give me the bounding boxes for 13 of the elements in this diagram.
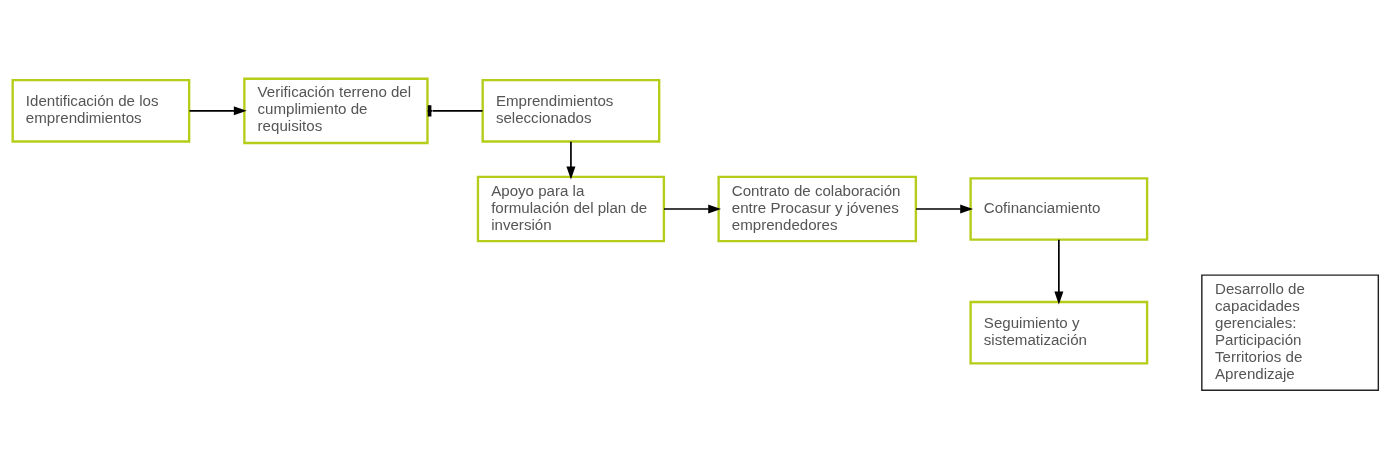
- node-box: Apoyo para la formulación del plan de inversión: [476, 175, 666, 243]
- arrow: [1054, 238, 1064, 305]
- node-box: Identificación de los emprendimientos: [11, 79, 191, 143]
- arrow: [188, 106, 247, 116]
- arrow: [566, 140, 576, 180]
- arrow: [663, 204, 722, 214]
- node-box: Emprendimientos seleccionados: [481, 79, 661, 143]
- node-box: Seguimiento y sistematización: [969, 300, 1149, 365]
- node-box: Contrato de colaboración entre Procasur y jóvenes emprendedores: [717, 175, 918, 243]
- arrow: [915, 204, 974, 214]
- node-box: Cofinanciamiento: [969, 177, 1149, 241]
- node-box: Desarrollo de capacidades gerenciales: Participación Territorios de Aprendizaje: [1201, 274, 1380, 391]
- node-box: Verificación terreno del cumplimiento de requisitos: [243, 77, 429, 145]
